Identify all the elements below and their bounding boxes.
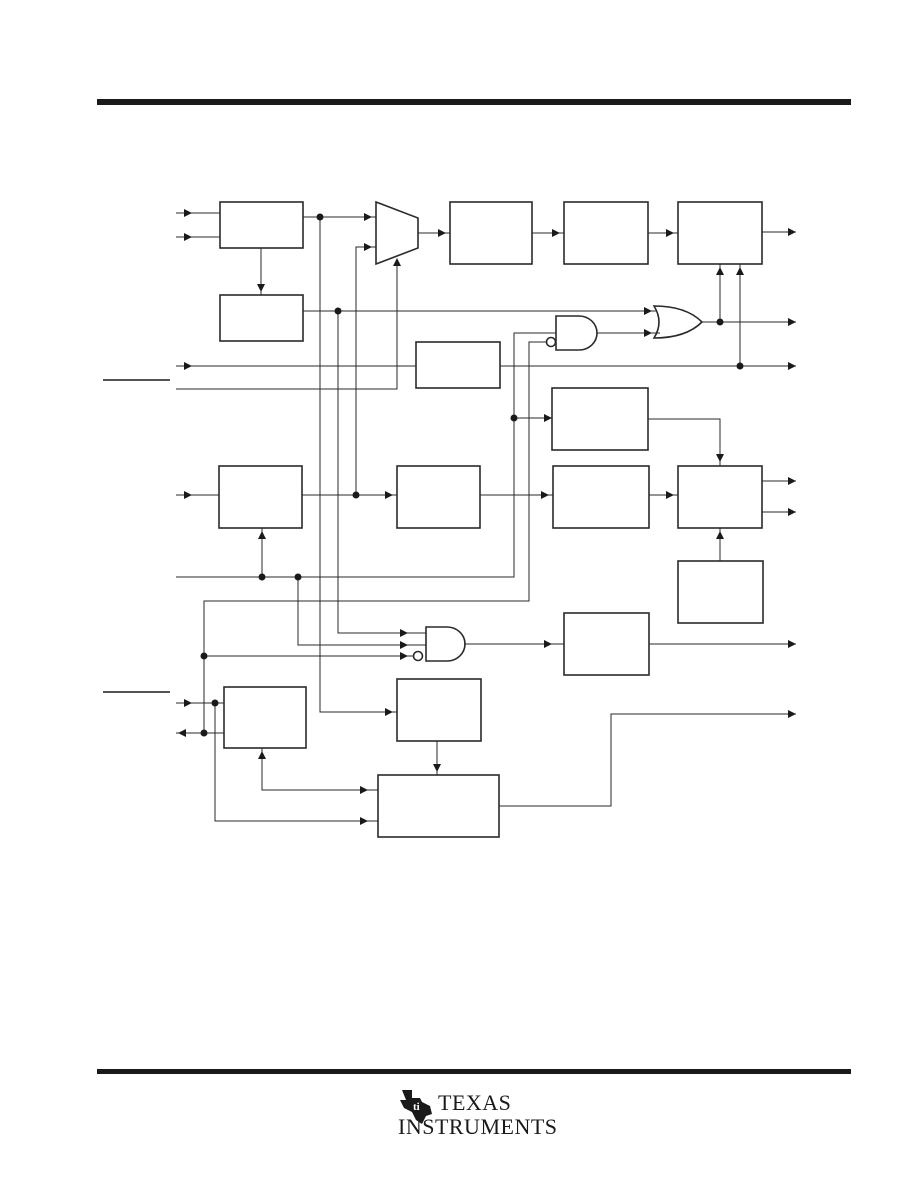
svg-text:ti: ti: [413, 1101, 420, 1113]
arrowheads: [178, 209, 796, 825]
bottom-rule: [97, 1069, 851, 1074]
brand-line2: INSTRUMENTS: [398, 1114, 558, 1139]
block-k: [677, 465, 763, 529]
wires: [103, 212, 796, 822]
block-o: [396, 678, 482, 742]
block-f: [415, 341, 501, 389]
block-a: [219, 201, 304, 249]
junction-dots: [200, 213, 744, 737]
block-i: [396, 465, 481, 529]
block-d: [563, 201, 649, 265]
inverter-bubble-upper: [545, 336, 557, 348]
inverter-bubble-lower: [412, 650, 424, 662]
top-rule: [97, 99, 851, 105]
or-gate: [652, 305, 704, 339]
ti-logo: ti TEXAS INSTRUMENTS: [396, 1086, 558, 1139]
block-e: [677, 201, 763, 265]
texas-state-icon: ti: [400, 1090, 432, 1124]
block-c: [449, 201, 533, 265]
and-gate-lower: [425, 626, 466, 662]
brand-line1: TEXAS: [438, 1090, 512, 1115]
and-gate-upper: [555, 315, 598, 351]
block-p: [377, 774, 500, 838]
multiplexer: [375, 200, 419, 266]
block-g: [551, 387, 649, 451]
block-j: [552, 465, 650, 529]
block-b: [219, 294, 304, 342]
block-n: [223, 686, 307, 749]
block-h: [218, 465, 303, 529]
block-m: [563, 612, 650, 676]
block-l: [677, 560, 764, 624]
